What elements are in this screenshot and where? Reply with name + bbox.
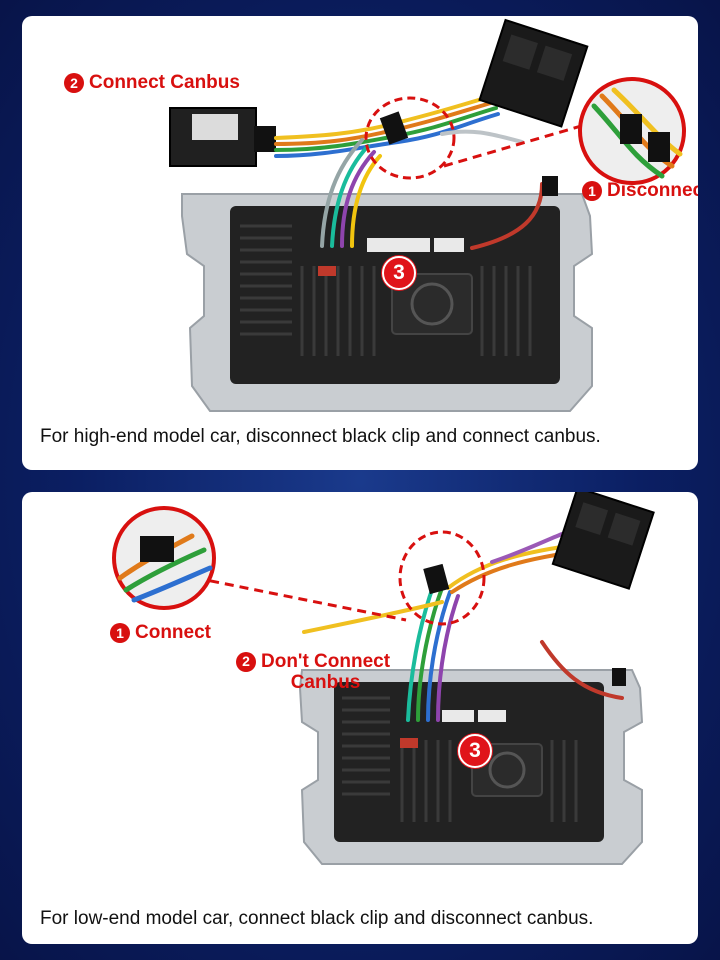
- heat-sink: [300, 266, 532, 356]
- iso-connector: [551, 492, 655, 590]
- connector-b: [400, 238, 430, 252]
- step-2-text-line1: Don't Connect: [261, 651, 391, 672]
- step-2-text: Connect Canbus: [89, 72, 240, 93]
- step-3-badge: 3: [458, 734, 492, 768]
- low-end-caption: For low-end model car, connect black cli…: [40, 908, 594, 929]
- heat-sink: [400, 740, 578, 822]
- head-unit-photo-high-end: [169, 18, 686, 412]
- step-3-badge: 3: [382, 256, 416, 290]
- connector-a: [442, 710, 474, 722]
- step-1-badge: 1: [582, 181, 602, 202]
- highlight-circle: [398, 530, 486, 626]
- step-1-text: Disconnect: [607, 180, 698, 201]
- black-clip: [423, 563, 450, 595]
- step-2-badge: 2: [64, 73, 84, 94]
- low-end-panel: 1 Connect 2 Don't Connect Canbus 3 For l…: [22, 492, 698, 944]
- zoom-pointer: [165, 570, 407, 622]
- side-vents: [342, 696, 390, 796]
- fan: [391, 273, 473, 335]
- step-1-badge: 1: [110, 623, 130, 644]
- red-plug: [400, 738, 418, 748]
- high-end-panel: 2 Connect Canbus 1 Disconnect 3 For high…: [22, 16, 698, 470]
- step-1-connect-label: 1 Connect: [110, 622, 211, 644]
- step-1-text: Connect: [135, 622, 211, 643]
- head-unit-photo-low-end: [112, 492, 655, 865]
- highlight-circle: [364, 96, 456, 180]
- step-2-connect-canbus-label: 2 Connect Canbus: [64, 72, 240, 94]
- iso-connector: [478, 18, 589, 128]
- step-1-disconnect-label: 1 Disconnect: [582, 180, 698, 202]
- step-2-dont-connect-canbus-label: 2 Don't Connect Canbus: [236, 651, 391, 694]
- step-2-text-line2: Canbus: [290, 671, 361, 693]
- high-end-caption: For high-end model car, disconnect black…: [40, 426, 601, 447]
- black-clip-disconnected: [542, 176, 558, 196]
- connector-b: [478, 710, 506, 722]
- side-vents: [240, 224, 292, 336]
- step-2-badge: 2: [236, 652, 256, 672]
- black-clip: [379, 111, 409, 145]
- zoom-pointer: [443, 122, 589, 168]
- black-clip-unused: [612, 668, 626, 686]
- connector-a: [367, 238, 403, 252]
- connector-c: [434, 238, 464, 252]
- red-plug: [318, 266, 336, 276]
